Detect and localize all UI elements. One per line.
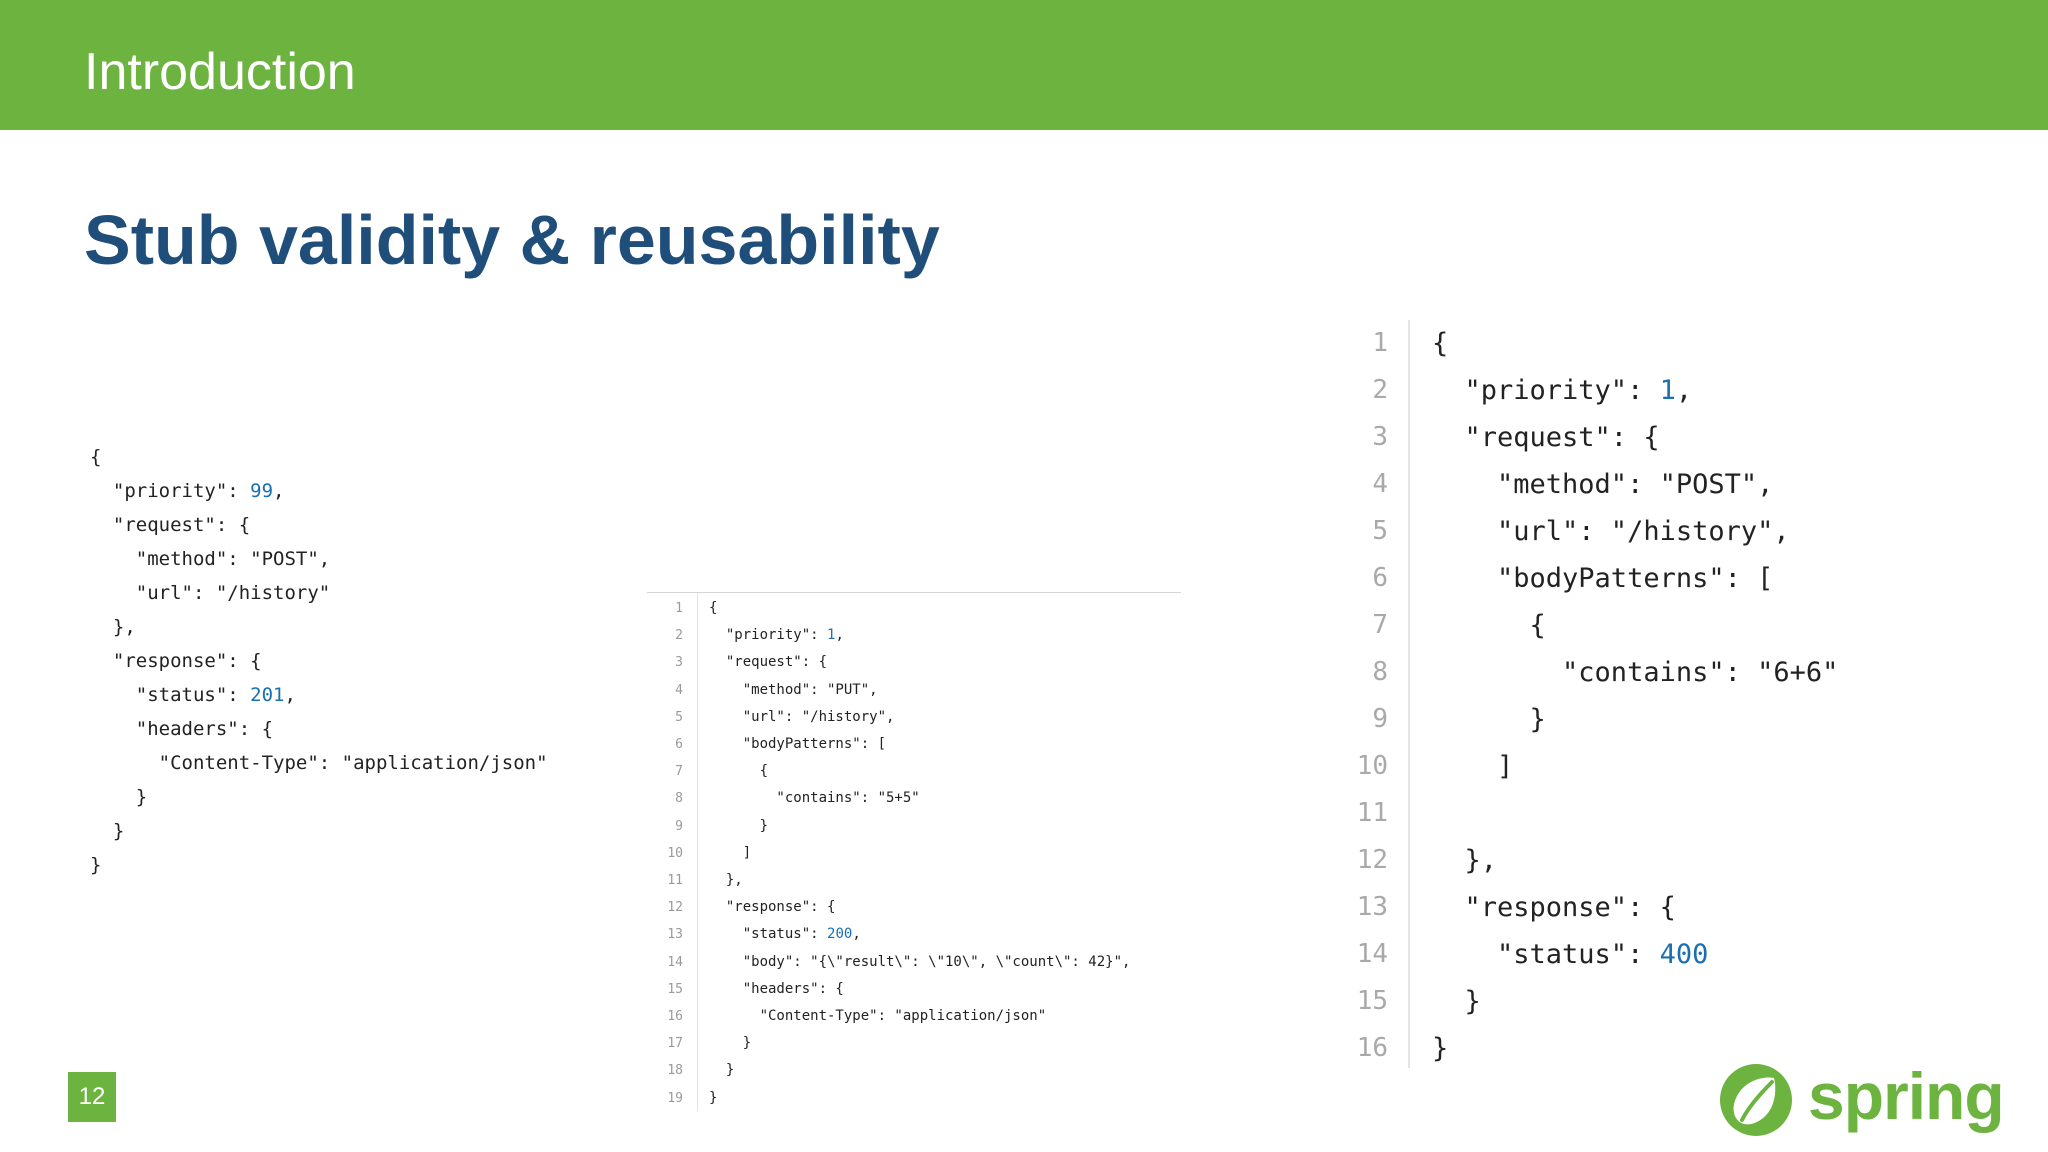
code-line: "priority": 1, (709, 627, 844, 644)
logo-text: spring (1808, 1059, 2005, 1133)
code-line: { (709, 763, 769, 780)
code-line: } (709, 817, 769, 834)
line-number: 12 (667, 900, 683, 916)
code-line: "headers": { (709, 980, 844, 997)
page-number: 12 (68, 1072, 116, 1122)
code-line: } (1432, 704, 1546, 735)
code-line: } (709, 1089, 718, 1106)
section-title: Introduction (84, 43, 356, 101)
line-number: 15 (667, 981, 683, 997)
code-line: "request": { (1432, 422, 1660, 453)
line-number: 8 (675, 791, 683, 807)
spring-logo: spring (1716, 1058, 2005, 1138)
line-number: 10 (1356, 751, 1388, 781)
code-line: "headers": { (90, 718, 274, 740)
code-line: } (709, 1062, 735, 1079)
code-line: "request": { (90, 514, 251, 536)
code-content: { "priority": 1, "request": { "method": … (709, 595, 1130, 1112)
line-number: 4 (675, 682, 683, 698)
spring-leaf-icon (1720, 1064, 1792, 1136)
line-number: 8 (1372, 657, 1388, 687)
code-line: "Content-Type": "application/json" (709, 1008, 1047, 1025)
code-line: "priority": 99, (90, 480, 285, 502)
line-number: 2 (675, 628, 683, 644)
code-line: "method": "POST", (1432, 469, 1774, 500)
line-number: 16 (667, 1009, 683, 1025)
header-bar (0, 0, 2048, 130)
code-line: "status": 200, (709, 926, 861, 943)
code-line: } (1432, 1033, 1449, 1064)
line-number: 1 (675, 601, 683, 616)
code-line: "Content-Type": "application/json" (90, 752, 548, 774)
code-line (1432, 790, 1838, 837)
line-number: 6 (1372, 563, 1388, 593)
line-number: 14 (1356, 939, 1388, 969)
code-line: ] (709, 844, 752, 861)
line-number: 3 (1372, 422, 1388, 452)
line-number: 5 (675, 709, 683, 725)
line-number: 14 (667, 954, 683, 970)
code-line: { (709, 600, 718, 616)
code-line: ] (1432, 751, 1514, 782)
line-number: 11 (1356, 798, 1388, 828)
line-number: 6 (675, 737, 683, 753)
line-number: 13 (667, 927, 683, 943)
code-line: { (1432, 610, 1546, 641)
line-number: 3 (675, 655, 683, 671)
line-number: 15 (1356, 986, 1388, 1016)
line-number: 7 (675, 764, 683, 780)
line-number: 9 (675, 818, 683, 834)
code-line: "status": 201, (90, 684, 296, 706)
code-line: } (90, 854, 102, 876)
code-line: "url": "/history", (1432, 516, 1790, 547)
code-line: "url": "/history" (90, 582, 331, 604)
code-line: }, (709, 872, 743, 889)
code-line: "priority": 1, (1432, 375, 1693, 406)
code-line: "bodyPatterns": [ (1432, 563, 1774, 594)
code-line: "response": { (1432, 892, 1676, 923)
code-line: "body": "{\"result\": \"10\", \"count\":… (709, 953, 1131, 970)
line-number: 17 (667, 1036, 683, 1052)
line-number: 13 (1356, 892, 1388, 922)
code-line: } (90, 786, 148, 808)
line-number: 5 (1372, 516, 1388, 546)
line-number: 12 (1356, 845, 1388, 875)
line-number: 2 (1372, 375, 1388, 405)
code-line: }, (1432, 845, 1498, 876)
code-line: { (1432, 328, 1449, 359)
code-line: "method": "PUT", (709, 681, 878, 698)
code-line: } (1432, 986, 1481, 1017)
line-number: 1 (1372, 328, 1388, 358)
code-line: "response": { (709, 899, 836, 916)
code-line: } (90, 820, 125, 842)
code-line: } (709, 1035, 752, 1052)
code-line: "status": 400 (1432, 939, 1709, 970)
line-number: 7 (1372, 610, 1388, 640)
code-content: { "priority": 1, "request": { "method": … (1432, 320, 1838, 1072)
line-number: 19 (667, 1090, 683, 1106)
code-line: "url": "/history", (709, 708, 895, 725)
code-line: "response": { (90, 650, 262, 672)
code-block-left: { "priority": 99, "request": { "method":… (90, 440, 548, 882)
code-line: "contains": "5+5" (709, 790, 920, 807)
code-line: { (90, 446, 102, 468)
code-line: }, (90, 616, 136, 638)
code-line: "method": "POST", (90, 548, 331, 570)
code-line: "contains": "6+6" (1432, 657, 1839, 688)
line-number: 9 (1372, 704, 1388, 734)
line-number: 18 (667, 1063, 683, 1079)
line-number: 11 (667, 873, 683, 889)
slide-title: Stub validity & reusability (84, 201, 940, 279)
line-number: 16 (1356, 1033, 1388, 1063)
code-line: "bodyPatterns": [ (709, 736, 887, 753)
code-line: "request": { (709, 654, 828, 671)
line-number: 10 (667, 845, 683, 861)
line-number: 4 (1372, 469, 1388, 499)
